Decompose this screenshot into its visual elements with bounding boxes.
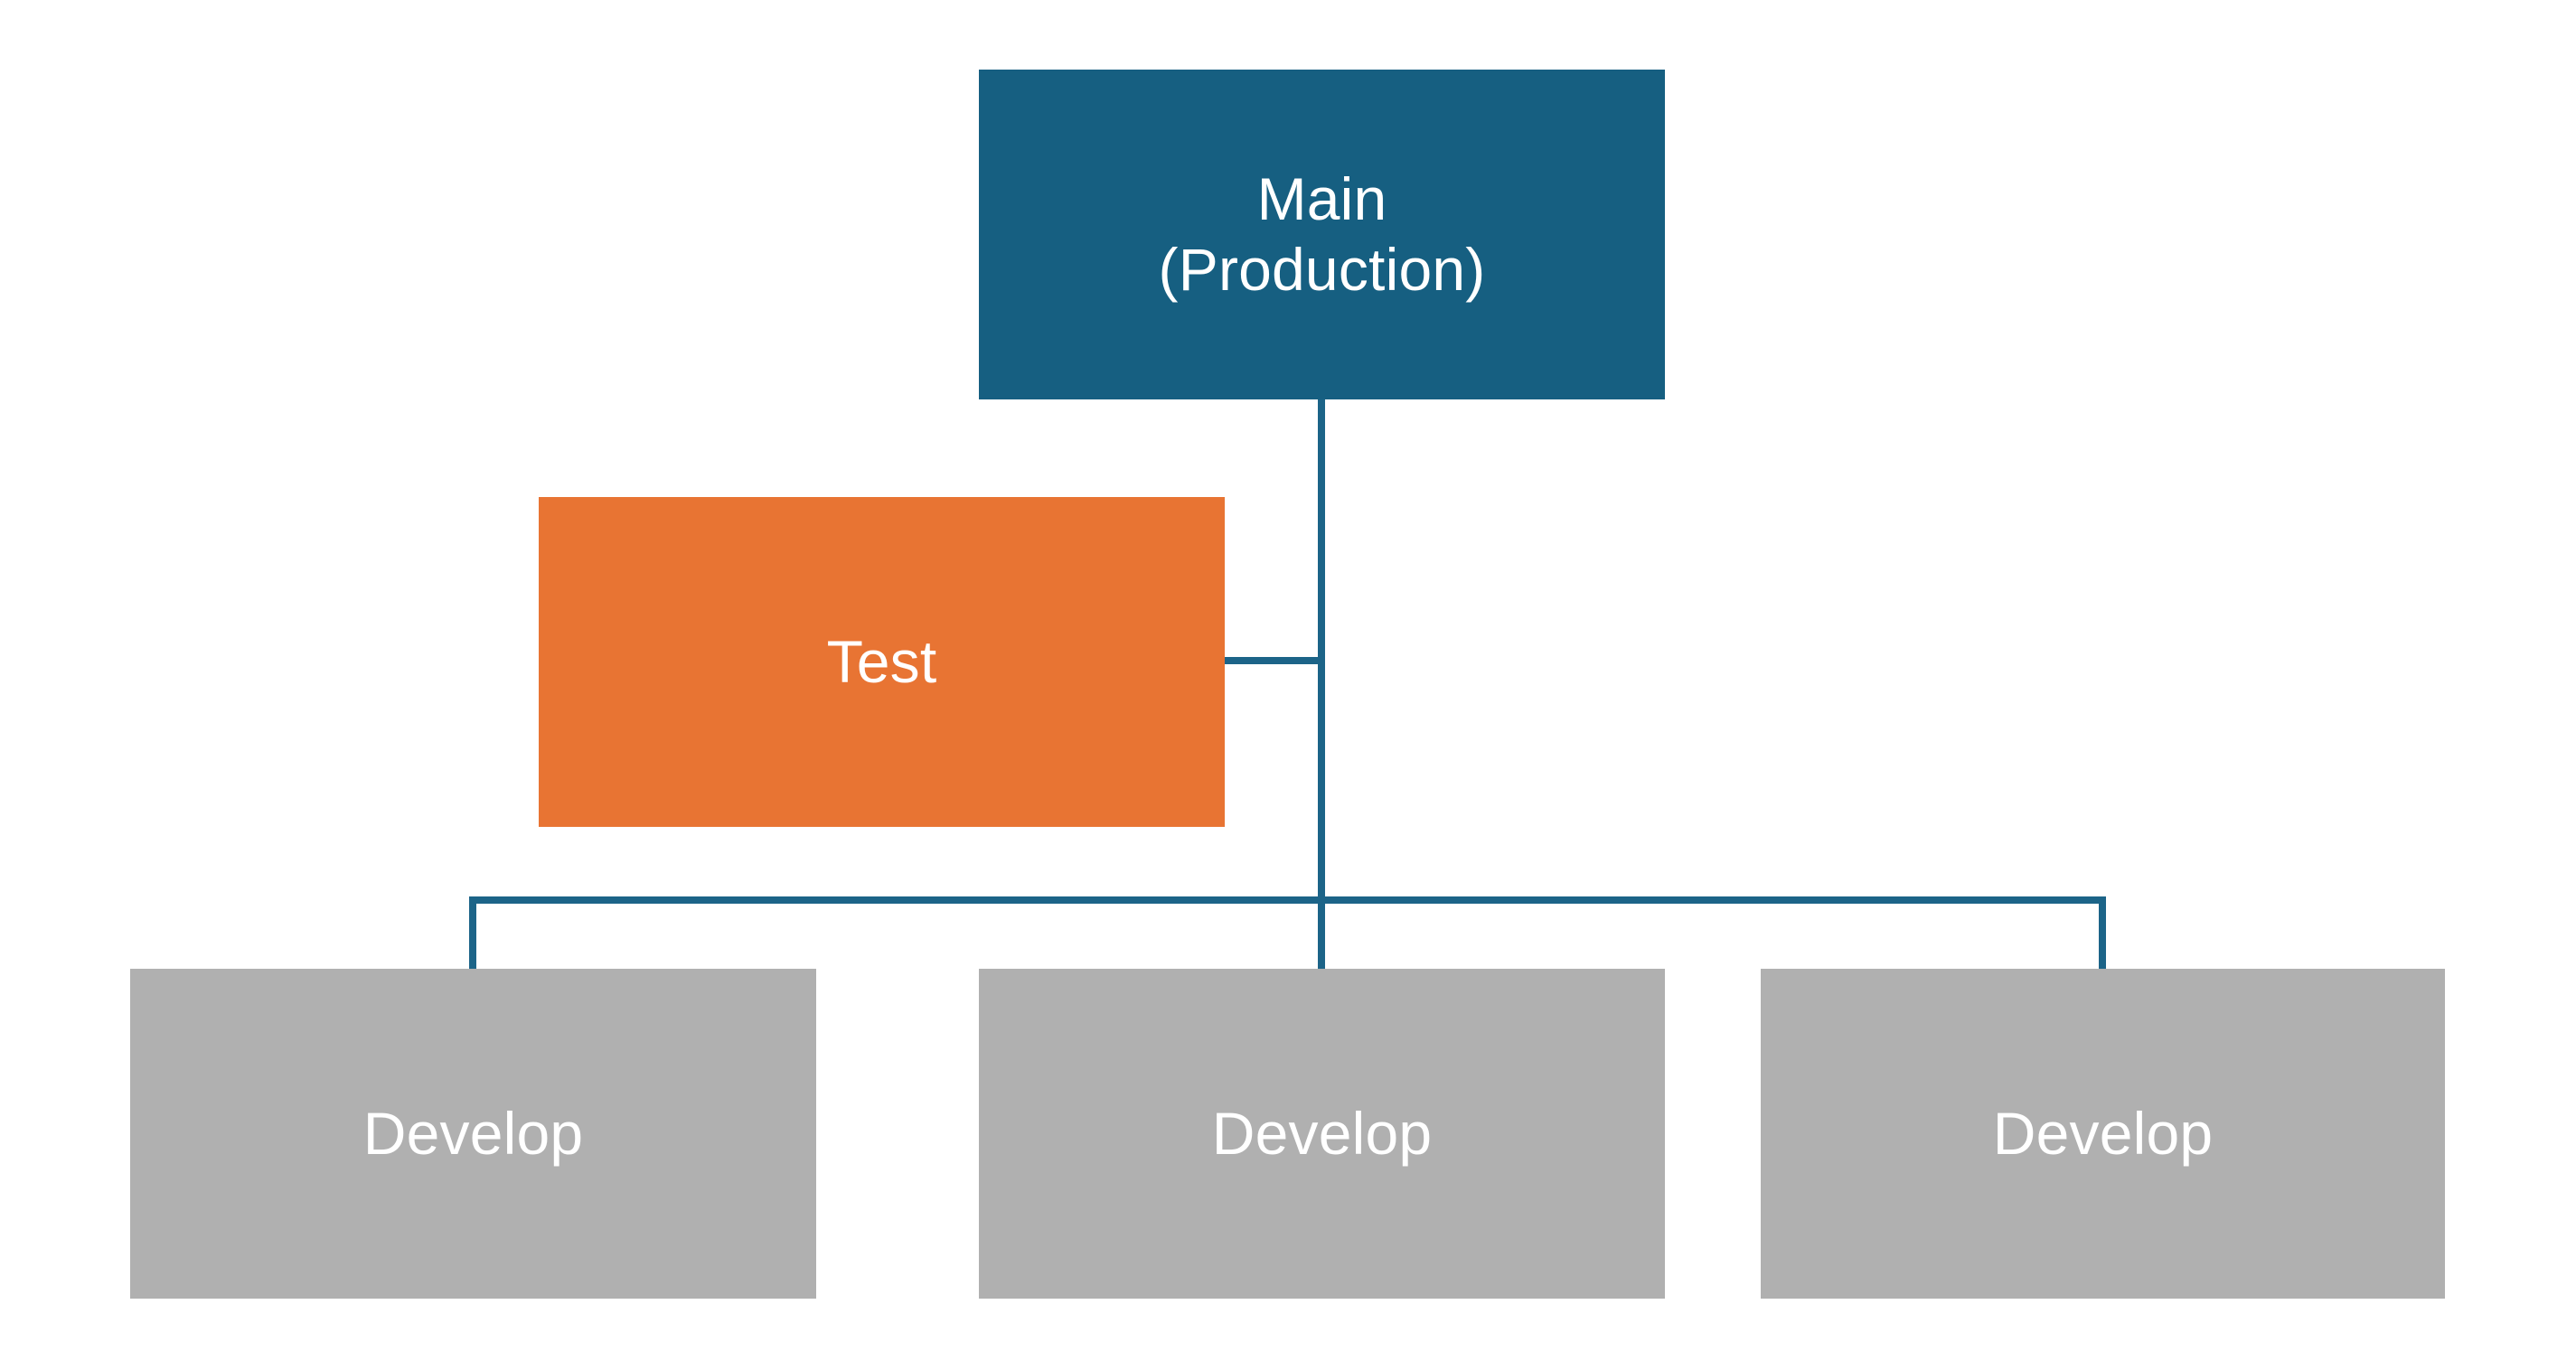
node-develop-1[interactable]: Develop bbox=[130, 969, 816, 1299]
connector-test-branch bbox=[1225, 657, 1325, 664]
node-test-label: Test bbox=[826, 627, 937, 695]
connector-develop-1-drop bbox=[469, 896, 476, 969]
connector-develop-3-drop bbox=[2099, 896, 2106, 969]
node-develop-2[interactable]: Develop bbox=[979, 969, 1665, 1299]
node-main-production-label: Main (Production) bbox=[1158, 164, 1486, 303]
node-test[interactable]: Test bbox=[539, 497, 1225, 827]
connector-develop-bus bbox=[469, 896, 2106, 904]
connector-main-trunk bbox=[1318, 399, 1325, 969]
node-develop-2-label: Develop bbox=[1211, 1099, 1433, 1167]
node-develop-3[interactable]: Develop bbox=[1761, 969, 2445, 1299]
node-main-production[interactable]: Main (Production) bbox=[979, 70, 1665, 399]
node-develop-1-label: Develop bbox=[362, 1099, 584, 1167]
node-develop-3-label: Develop bbox=[1992, 1099, 2214, 1167]
